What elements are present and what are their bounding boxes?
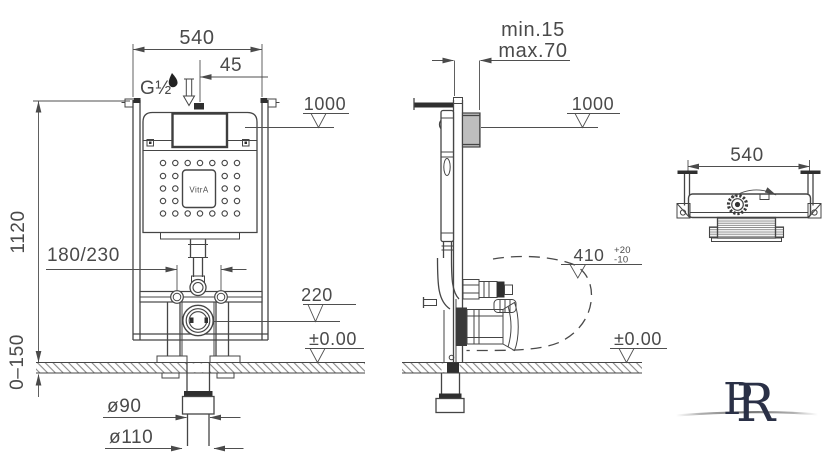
- dim-wall-clearance: min.15 max.70: [432, 19, 570, 110]
- level-floor-front: ±0.00: [305, 329, 364, 364]
- dim-drain-o90: ø90: [103, 396, 241, 421]
- dim-fixing-180-230: 180/230: [46, 245, 247, 291]
- top-cistern-body: [708, 216, 785, 242]
- frame-rails: [121, 98, 280, 341]
- top-rails: [677, 170, 821, 206]
- dim-width-540: 540: [132, 27, 263, 97]
- level-floor-front-label: ±0.00: [309, 329, 357, 349]
- inlet-nub: [194, 103, 204, 110]
- level-410-label: 410: [574, 245, 605, 265]
- flush-pipe: [188, 239, 208, 284]
- right-hook: [268, 98, 280, 108]
- dim-max70-label: max.70: [498, 40, 567, 62]
- tank-bottom-step: [160, 232, 240, 240]
- left-hook: [121, 98, 133, 108]
- top-right-bracket: [807, 203, 822, 219]
- floor-front: [36, 362, 365, 379]
- watermark-logo: P R: [675, 374, 819, 434]
- flush-elbow: [189, 278, 207, 297]
- level-outlet-220: 220: [213, 285, 356, 323]
- level-panel-front-1000: 1000: [245, 94, 349, 129]
- wall-bracket: [414, 102, 453, 108]
- dim-45-label: 45: [220, 55, 242, 76]
- dim-inlet-45: 45: [199, 55, 268, 102]
- dim-540-label: 540: [179, 27, 214, 49]
- drain-outlet: [182, 304, 214, 337]
- water-inlet-callout: G½: [140, 73, 196, 107]
- top-inlet-valve: [726, 193, 749, 216]
- front-view: VitrA: [7, 27, 365, 452]
- wc-pan-dashed-outline: [466, 255, 593, 352]
- level-outlet-410: 410 +20 -10: [561, 245, 642, 279]
- dim-540-top-label: 540: [730, 145, 764, 166]
- logo-letter-r: R: [736, 374, 777, 434]
- pan-connectors: [455, 279, 519, 352]
- level-220-label: 220: [301, 285, 333, 305]
- side-drain-below-floor: [435, 373, 465, 414]
- logo-letter-p: P: [723, 374, 753, 425]
- level-1000-label: 1000: [304, 94, 346, 114]
- top-left-bracket: [676, 203, 691, 219]
- side-brand-badge: [443, 158, 451, 176]
- rotation-arrow: [730, 187, 777, 199]
- outlet-seal: [455, 307, 467, 346]
- side-view: min.15 max.70 1000 410 +20 -10 ±0.00: [402, 19, 667, 414]
- dim-floor-buildup-0-150: 0–150: [7, 334, 42, 397]
- logo-swoosh: [675, 411, 819, 417]
- right-clip: [242, 139, 250, 147]
- inlet-thread-label: G½: [140, 78, 172, 99]
- inlet-arrow-icon: [182, 95, 196, 107]
- top-main-rail: [687, 193, 812, 219]
- floor-side: [402, 362, 642, 374]
- left-clip: [146, 139, 154, 147]
- dim-drain-o110: ø110: [105, 427, 244, 452]
- cistern-tank: VitrA: [142, 103, 258, 240]
- lower-frame: [139, 278, 263, 363]
- level-panel-side-1000: 1000: [481, 94, 620, 129]
- dim-0-150-label: 0–150: [7, 334, 28, 390]
- level-1000-side-label: 1000: [572, 94, 614, 114]
- dim-1120-label: 1120: [8, 210, 29, 253]
- level-410-tol-plus: +20: [614, 245, 631, 256]
- dim-o110-label: ø110: [109, 427, 153, 448]
- level-410-tol-minus: -10: [614, 255, 628, 266]
- dim-o90-label: ø90: [107, 396, 142, 417]
- fixing-bolts: [170, 290, 228, 304]
- water-drop-icon: [168, 73, 178, 88]
- tank-holes: [159, 159, 241, 217]
- dim-180-230-label: 180/230: [47, 245, 120, 266]
- tank-brand-label: VitrA: [189, 186, 208, 195]
- dim-min15-label: min.15: [501, 19, 565, 41]
- level-floor-side: ±0.00: [610, 329, 667, 364]
- flush-panel-window: [171, 112, 229, 149]
- drain-pipe-below-floor: [181, 363, 215, 446]
- dim-height-1120: 1120: [8, 100, 130, 363]
- level-floor-side-label: ±0.00: [614, 329, 662, 349]
- brand-plate: [181, 169, 217, 209]
- flush-plate-recess: [461, 112, 481, 148]
- side-tank-profile: [440, 109, 455, 258]
- top-view: 540: [676, 145, 822, 242]
